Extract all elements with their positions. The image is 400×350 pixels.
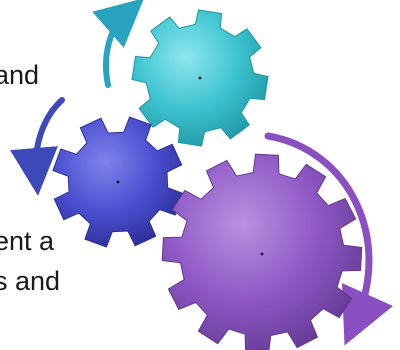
blue-gear-center-dot (117, 181, 120, 184)
purple-gear-body (162, 154, 362, 350)
blue-gear (53, 117, 183, 247)
teal-gear (132, 10, 268, 146)
teal-curved-arrow (106, 14, 126, 85)
purple-gear (162, 154, 362, 350)
teal-gear-center-dot (199, 77, 202, 80)
purple-gear-center-dot (261, 253, 264, 256)
